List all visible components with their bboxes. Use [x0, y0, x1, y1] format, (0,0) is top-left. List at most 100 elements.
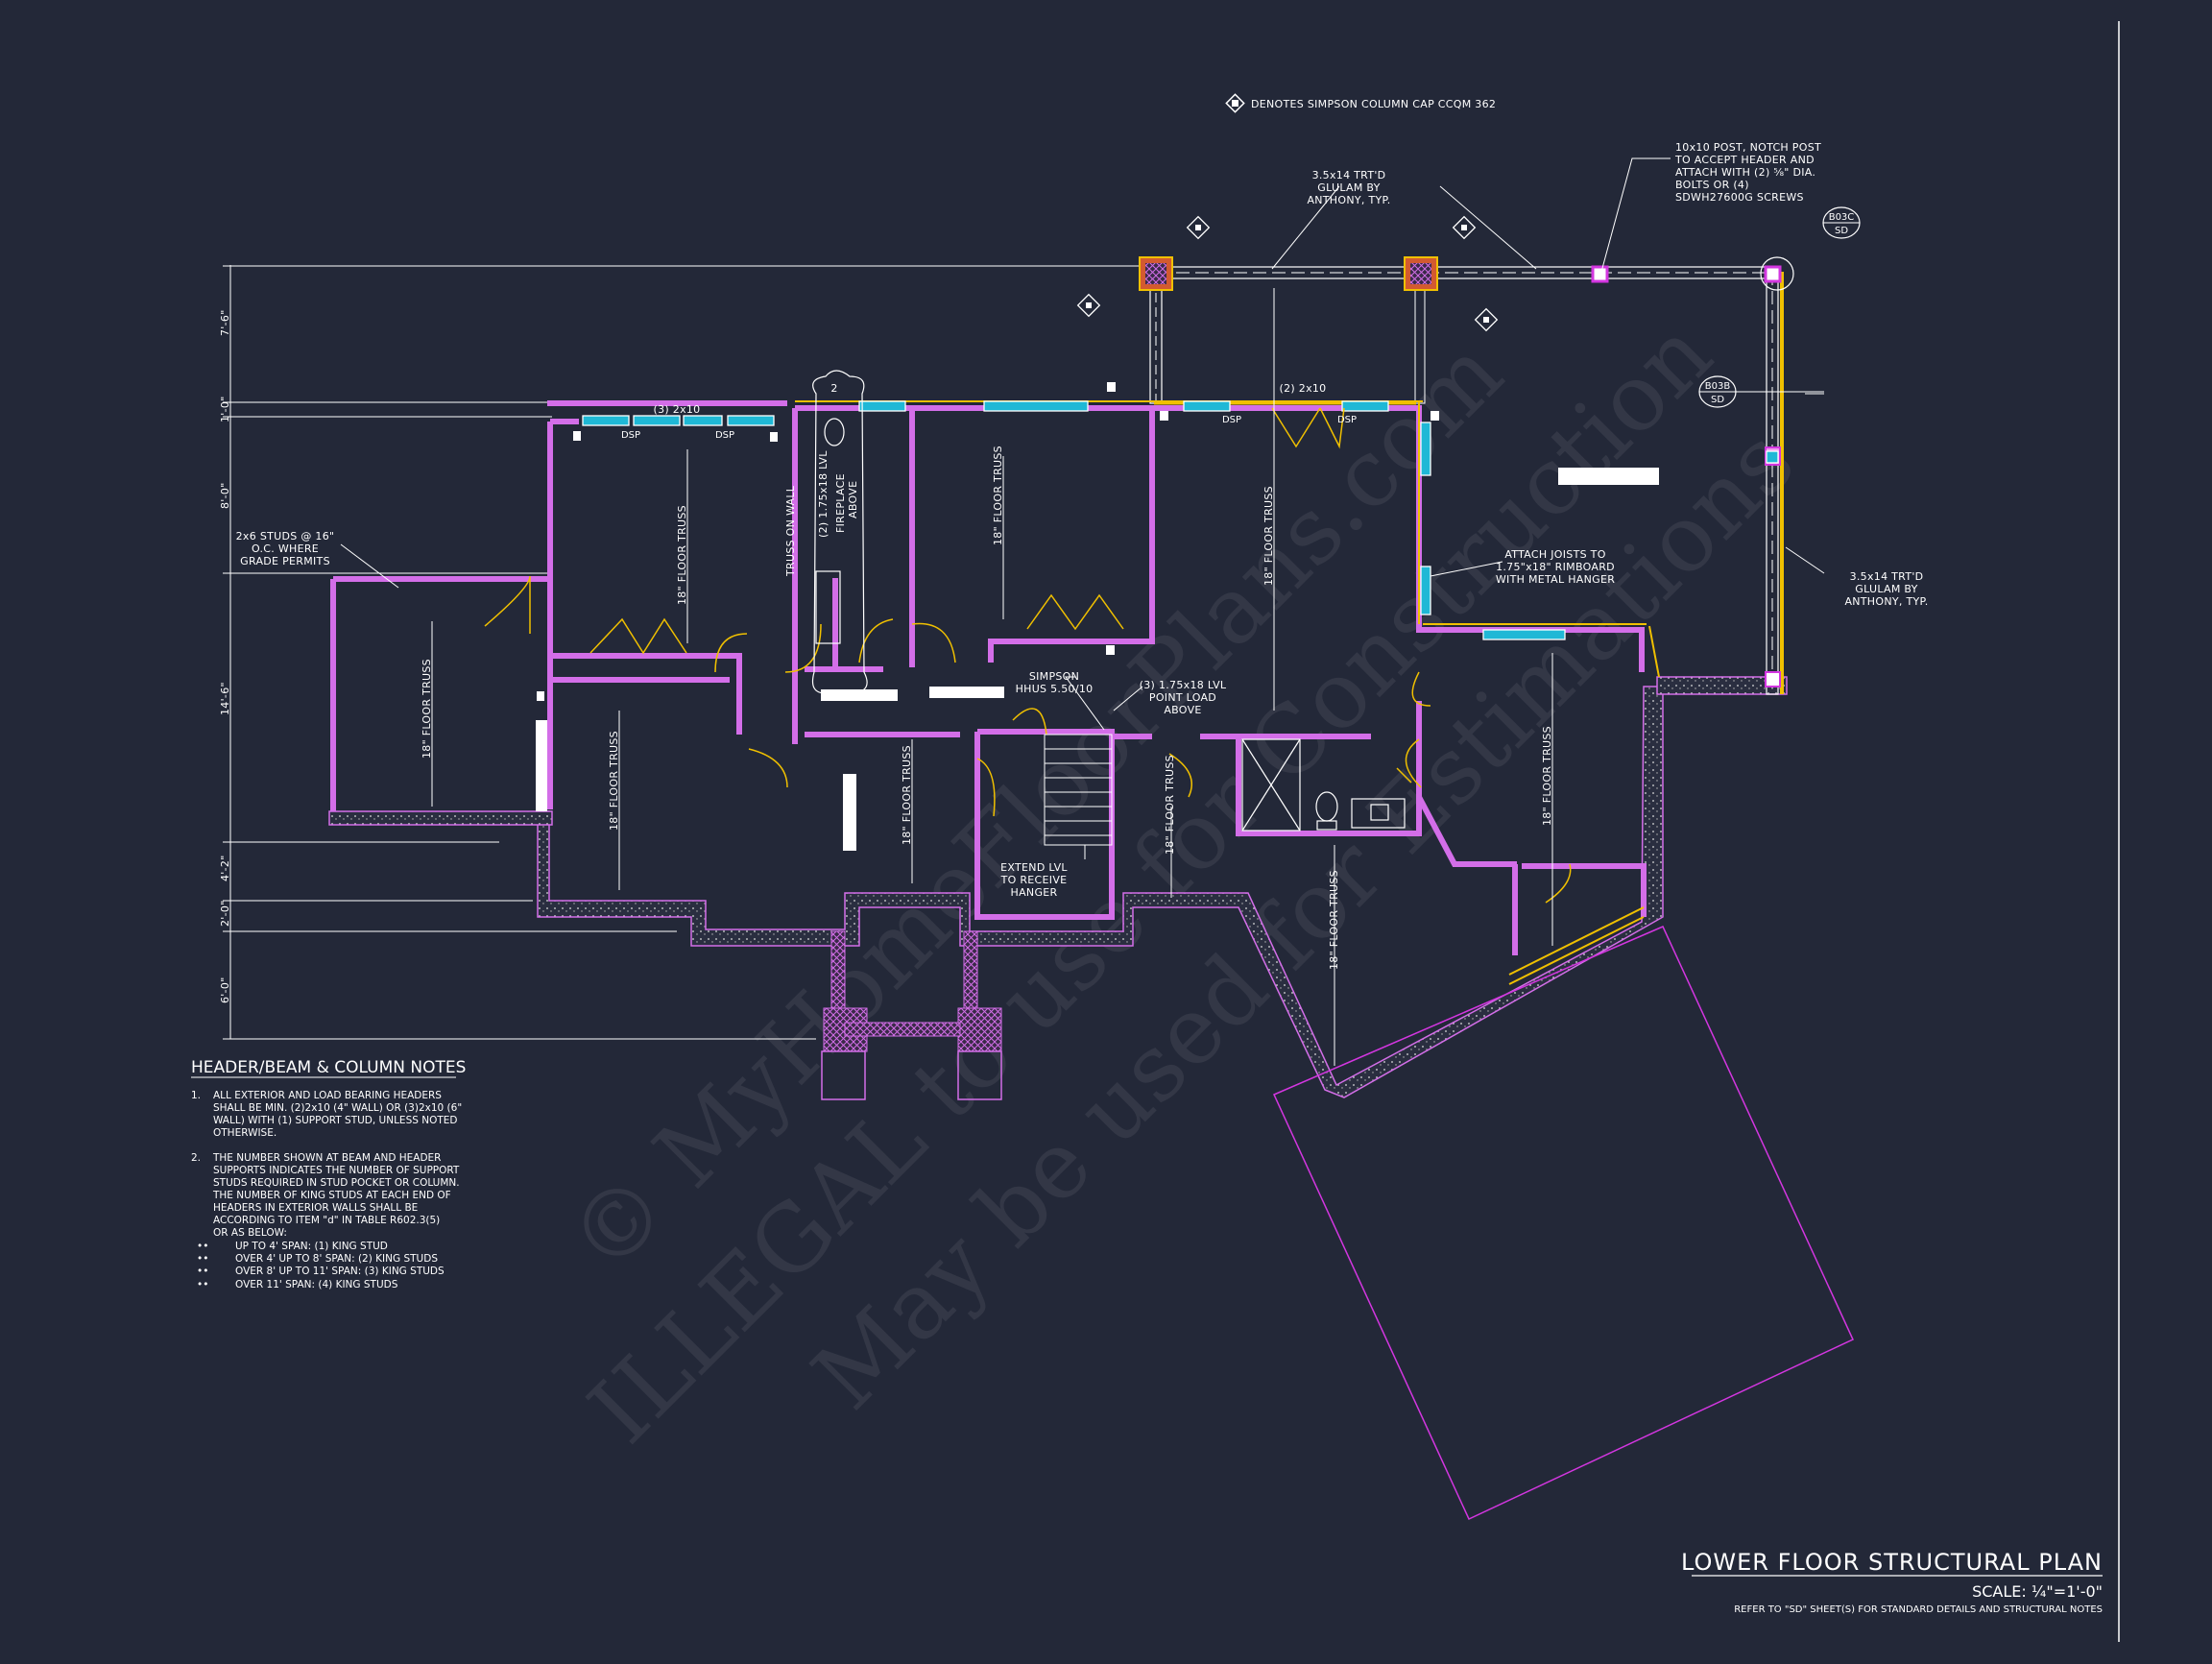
dimension-label: 4'-2" — [219, 855, 231, 881]
note-line: THE NUMBER SHOWN AT BEAM AND HEADER — [212, 1152, 441, 1164]
section-tag-number: B03C — [1829, 212, 1855, 223]
post-callout: BOLTS OR (4) — [1675, 179, 1749, 191]
glulam-callout: 3.5x14 TRT'D — [1850, 570, 1924, 583]
glulam-callout: GLULAM BY — [1317, 181, 1380, 194]
note-line: WALL) WITH (1) SUPPORT STUD, UNLESS NOTE… — [213, 1115, 458, 1126]
dsp-label: DSP — [715, 430, 734, 441]
dimension-label: 6'-0" — [219, 977, 231, 1003]
dimension-string — [223, 265, 1147, 1040]
note-line: OR AS BELOW: — [213, 1227, 287, 1239]
header-label: (3) 2x10 — [654, 403, 701, 416]
column-caps — [1139, 256, 1794, 687]
truss-label: 18" FLOOR TRUSS — [1164, 755, 1176, 855]
stair — [1044, 734, 1113, 846]
bath-fixtures — [815, 418, 1406, 832]
dsp-label: DSP — [1337, 415, 1357, 425]
truss-label: 18" FLOOR TRUSS — [1541, 726, 1553, 826]
fireplace-label: FIREPLACE — [834, 473, 847, 533]
joist-callout: WITH METAL HANGER — [1496, 573, 1615, 586]
annotations: 3.5x14 TRT'D GLULAM BY ANTHONY, TYP. 10x… — [236, 141, 1929, 899]
studs-callout: O.C. WHERE — [252, 543, 319, 555]
dimension-label: 14'-6" — [219, 682, 231, 715]
extend-lvl-callout: TO RECEIVE — [1000, 874, 1068, 886]
note-line: ALL EXTERIOR AND LOAD BEARING HEADERS — [213, 1090, 442, 1101]
column-cap-icon-fill — [1232, 100, 1238, 107]
walls — [330, 400, 1647, 955]
column-cap-legend: DENOTES SIMPSON COLUMN CAP CCQM 362 — [1225, 93, 1496, 113]
header-beam-column-notes: HEADER/BEAM & COLUMN NOTES 1. ALL EXTERI… — [191, 1058, 466, 1290]
yellow-beam-lines — [795, 400, 1660, 985]
truss-label: 18" FLOOR TRUSS — [901, 745, 913, 845]
bullet-icon: •• — [197, 1279, 208, 1290]
extend-lvl-callout: EXTEND LVL — [1000, 861, 1068, 874]
windows — [582, 400, 1779, 640]
patio-outline — [1272, 926, 1854, 1520]
note-bullet: UP TO 4' SPAN: (1) KING STUD — [235, 1241, 388, 1252]
note-line: HEADERS IN EXTERIOR WALLS SHALL BE — [213, 1202, 418, 1214]
dimension-label: 8'-0" — [219, 482, 231, 509]
studs-callout: 2x6 STUDS @ 16" — [236, 530, 335, 543]
doors — [484, 407, 1572, 904]
truss-label: 18" FLOOR TRUSS — [676, 505, 688, 605]
section-tag-number: B03B — [1705, 381, 1731, 392]
dsp-label: DSP — [1222, 415, 1241, 425]
note-number: 2. — [191, 1152, 201, 1164]
truss-label: 18" FLOOR TRUSS — [608, 731, 620, 831]
note-line: OTHERWISE. — [213, 1127, 276, 1139]
bullet-icon: •• — [197, 1241, 208, 1252]
hanger-callout: SIMPSON — [1029, 670, 1079, 683]
section-tag-b03b[interactable]: B03B SD — [1698, 375, 1824, 408]
note-line: SHALL BE MIN. (2)2x10 (4" WALL) OR (3)2x… — [213, 1102, 462, 1114]
joist-callout: 1.75"x18" RIMBOARD — [1496, 561, 1615, 573]
dsp-label: DSP — [621, 430, 640, 441]
column-cap-markers — [1076, 215, 1499, 332]
plan-title: LOWER FLOOR STRUCTURAL PLAN — [1681, 1549, 2103, 1576]
truss-label: 18" FLOOR TRUSS — [421, 659, 433, 759]
note-line: SUPPORTS INDICATES THE NUMBER OF SUPPORT — [213, 1165, 460, 1176]
truss-label: 18" FLOOR TRUSS — [1262, 486, 1275, 586]
notes-title: HEADER/BEAM & COLUMN NOTES — [191, 1058, 466, 1077]
truss-labels: 18" FLOOR TRUSS 18" FLOOR TRUSS 18" FLOO… — [421, 446, 1553, 970]
bullet-icon: •• — [197, 1266, 208, 1277]
toilet-icon — [824, 418, 845, 446]
dimension-label: 7'-6" — [219, 309, 231, 336]
dimension-labels: 7'-6" 1'-0" 8'-0" 14'-6" 4'-2" 2'-0" 6'-… — [219, 309, 231, 1003]
section-tag-sheet: SD — [1711, 395, 1724, 405]
note-line: THE NUMBER OF KING STUDS AT EACH END OF — [212, 1190, 451, 1201]
toilet-icon — [1315, 791, 1338, 822]
header-blocks — [536, 382, 1659, 851]
note-bullet: OVER 8' UP TO 11' SPAN: (3) KING STUDS — [235, 1266, 445, 1277]
lvl-callout: POINT LOAD — [1149, 691, 1216, 704]
post-callout: ATTACH WITH (2) ⅝" DIA. — [1675, 166, 1815, 179]
truss-label: 18" FLOOR TRUSS — [992, 446, 1004, 545]
lvl-vertical-label: (2) 1.75x18 LVL — [817, 450, 830, 538]
lvl-callout: (3) 1.75x18 LVL — [1140, 679, 1227, 691]
extend-lvl-callout: HANGER — [1011, 886, 1058, 899]
glulam-callout: ANTHONY, TYP. — [1307, 194, 1390, 206]
header-label: (2) 2x10 — [1280, 382, 1327, 395]
studs-callout: GRADE PERMITS — [240, 555, 330, 567]
marker-two-label: 2 — [830, 382, 837, 395]
column-cap-icon — [1225, 93, 1245, 113]
leader-lines — [340, 157, 1825, 859]
bullet-icon: •• — [197, 1253, 208, 1265]
note-number: 1. — [191, 1090, 201, 1101]
fireplace-label: ABOVE — [847, 481, 859, 518]
note-bullet: OVER 11' SPAN: (4) KING STUDS — [235, 1279, 398, 1290]
column-cap-legend-text: DENOTES SIMPSON COLUMN CAP CCQM 362 — [1251, 98, 1496, 110]
note-line: STUDS REQUIRED IN STUD POCKET OR COLUMN. — [213, 1177, 460, 1189]
post-callout: 10x10 POST, NOTCH POST — [1675, 141, 1821, 154]
hanger-callout: HHUS 5.50/10 — [1016, 683, 1094, 695]
section-tag-sheet: SD — [1835, 226, 1848, 236]
section-tag-b03c[interactable]: B03C SD — [1822, 206, 1861, 239]
dimension-label: 2'-0" — [219, 900, 231, 927]
plan-scale: SCALE: ¼"=1'-0" — [1972, 1582, 2103, 1601]
title-block: LOWER FLOOR STRUCTURAL PLAN SCALE: ¼"=1'… — [1681, 1549, 2103, 1615]
lvl-callout: ABOVE — [1164, 704, 1201, 716]
dimension-label: 1'-0" — [219, 396, 231, 422]
glulam-callout: GLULAM BY — [1855, 583, 1917, 595]
note-line: ACCORDING TO ITEM "d" IN TABLE R602.3(5) — [213, 1215, 440, 1226]
truss-label: 18" FLOOR TRUSS — [1328, 870, 1340, 970]
